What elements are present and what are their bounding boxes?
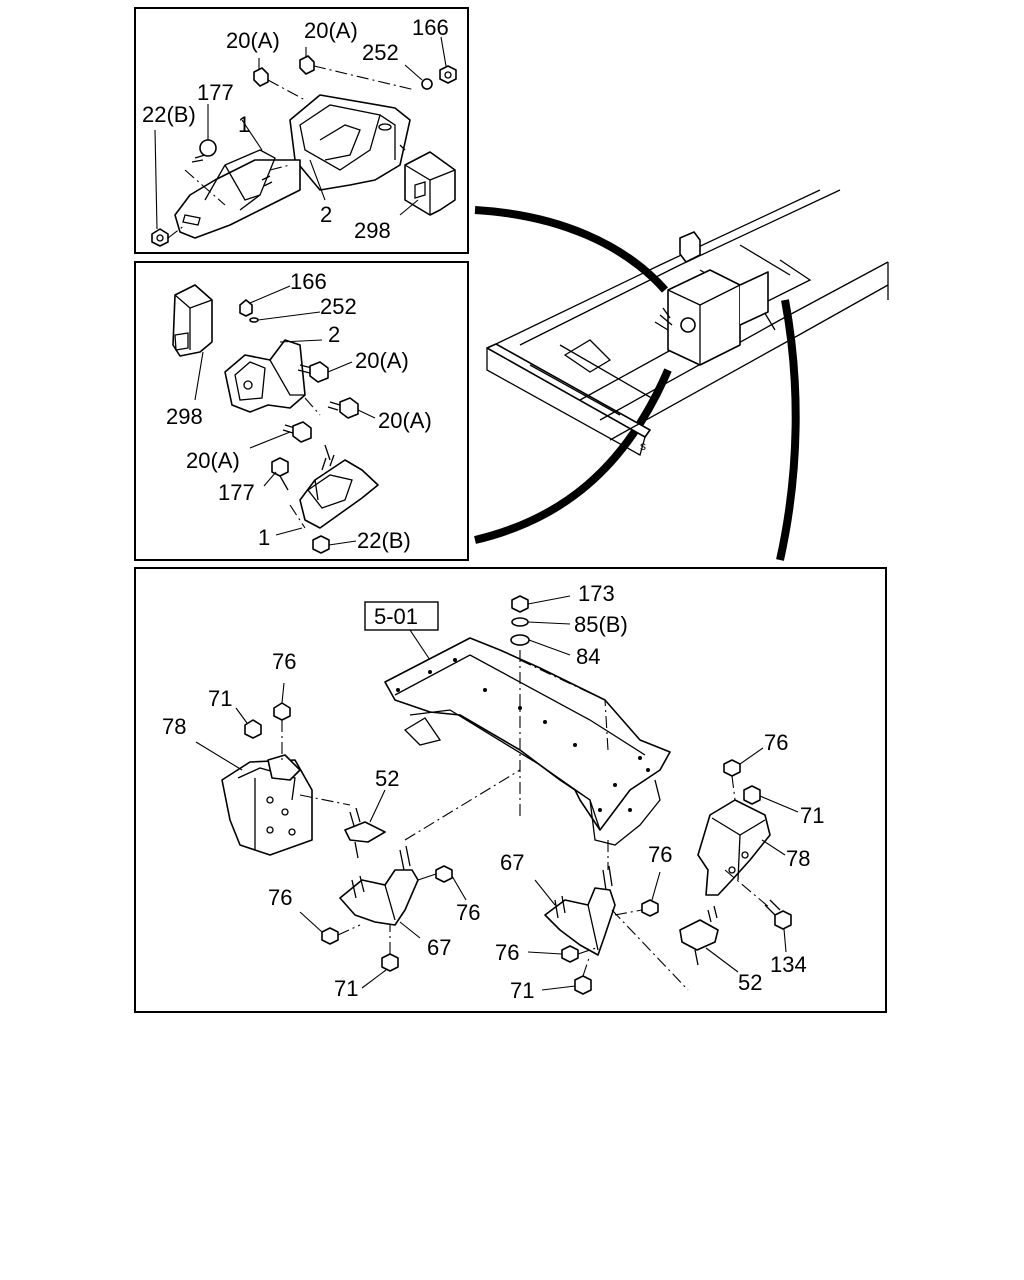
callout-20a-1-top: 20(A) bbox=[226, 28, 280, 53]
callout-85b: 85(B) bbox=[574, 612, 628, 637]
callout-2-top: 2 bbox=[320, 202, 332, 227]
bracket-78-right bbox=[697, 799, 771, 896]
mount-1-top bbox=[174, 159, 301, 239]
bracket-2-middle bbox=[224, 339, 306, 413]
callout-20a-1-middle: 20(A) bbox=[355, 348, 409, 373]
arc-bottom-panel bbox=[776, 299, 800, 561]
callout-20a-2-top: 20(A) bbox=[304, 18, 358, 43]
callout-22b-middle: 22(B) bbox=[357, 528, 411, 553]
callout-67-a: 67 bbox=[427, 935, 451, 960]
callout-22b-top: 22(B) bbox=[142, 102, 196, 127]
callout-2-middle: 2 bbox=[328, 322, 340, 347]
callout-76-b: 76 bbox=[268, 885, 292, 910]
callout-134: 134 bbox=[770, 952, 807, 977]
callout-71-b: 71 bbox=[334, 976, 358, 1001]
callout-78-a: 78 bbox=[162, 714, 186, 739]
bolt-20a-2-top bbox=[299, 55, 315, 75]
callout-20a-2-middle: 20(A) bbox=[378, 408, 432, 433]
bolt-20a-1-middle bbox=[297, 361, 329, 383]
callout-76-a: 76 bbox=[272, 649, 296, 674]
nut-71-lower-left bbox=[381, 953, 399, 972]
nut-22b-middle bbox=[312, 535, 330, 554]
panel-top-frame bbox=[134, 7, 469, 254]
arc-middle-panel bbox=[474, 368, 672, 544]
callout-71-c: 71 bbox=[510, 978, 534, 1003]
callout-76-d: 76 bbox=[648, 842, 672, 867]
bolt-20a-3-middle bbox=[282, 421, 312, 443]
callout-67-b: 67 bbox=[500, 850, 524, 875]
callout-166-middle: 166 bbox=[290, 269, 327, 294]
callout-71-a: 71 bbox=[208, 686, 232, 711]
bolt-177-top bbox=[191, 139, 217, 163]
callout-76-f: 76 bbox=[764, 730, 788, 755]
bolt-76-right-upper bbox=[641, 899, 659, 917]
callout-78-b: 78 bbox=[786, 846, 810, 871]
mount-1-middle bbox=[299, 444, 379, 529]
callout-1-top: 1 bbox=[238, 112, 250, 137]
engine-block bbox=[667, 269, 741, 366]
callout-177-middle: 177 bbox=[218, 480, 255, 505]
callout-252-top: 252 bbox=[362, 40, 399, 65]
callout-84: 84 bbox=[576, 644, 600, 669]
bolt-76-lower-left bbox=[321, 927, 339, 945]
bolt-20a-1-top bbox=[253, 67, 269, 87]
washer-85b bbox=[511, 617, 529, 627]
bracket-78-left bbox=[221, 754, 313, 856]
washer-252-top bbox=[421, 78, 433, 90]
callout-298-middle: 298 bbox=[166, 404, 203, 429]
panel-bottom: 5-01 bbox=[134, 567, 887, 1013]
bolt-76-right-of-67 bbox=[435, 865, 453, 883]
stopper-298-middle bbox=[172, 284, 213, 357]
cross-member bbox=[384, 637, 671, 846]
frame-rail-left bbox=[486, 343, 651, 438]
bolt-76-right-lower bbox=[561, 945, 579, 963]
bolt-76-left bbox=[273, 702, 291, 721]
callout-52-a: 52 bbox=[375, 766, 399, 791]
bolt-20a-2-middle bbox=[327, 397, 359, 419]
nut-22b-top bbox=[151, 228, 169, 247]
nut-71-left bbox=[244, 719, 262, 739]
nut-166-middle bbox=[239, 299, 253, 317]
panel-top: 20(A) 20(A) 166 252 177 22(B) 1 2 298 bbox=[134, 7, 469, 254]
callout-52-b: 52 bbox=[738, 970, 762, 995]
bolt-134 bbox=[764, 899, 792, 930]
callout-76-c: 76 bbox=[456, 900, 480, 925]
panel-middle-frame bbox=[134, 261, 469, 561]
insulator-52-left bbox=[344, 807, 386, 859]
washer-252-middle bbox=[249, 317, 259, 323]
bracket-2-top bbox=[289, 94, 411, 191]
callout-173: 173 bbox=[578, 581, 615, 606]
reference-box-label: 5-01 bbox=[374, 604, 418, 629]
nut-71-far-right bbox=[743, 785, 761, 805]
connector-arcs bbox=[474, 206, 800, 561]
vehicle-frame-overview: s bbox=[486, 189, 889, 456]
panel-bottom-frame bbox=[134, 567, 887, 1013]
svg-text:s: s bbox=[640, 439, 646, 453]
panel-middle: 166 252 2 20(A) 298 20(A) 20(A) 177 1 22… bbox=[134, 261, 469, 561]
bracket-67-right bbox=[544, 865, 616, 956]
callout-71-d: 71 bbox=[800, 803, 824, 828]
washer-84 bbox=[510, 634, 530, 646]
insulator-52-right bbox=[679, 905, 719, 966]
callout-166-top: 166 bbox=[412, 15, 449, 40]
bolt-177-middle bbox=[271, 457, 289, 491]
bracket-67-left bbox=[339, 845, 419, 926]
nut-166-top bbox=[439, 65, 457, 84]
stopper-298-top bbox=[404, 151, 456, 216]
callout-177-top: 177 bbox=[197, 80, 234, 105]
nut-173 bbox=[511, 595, 529, 613]
callout-76-e: 76 bbox=[495, 940, 519, 965]
nut-71-right-lower bbox=[574, 975, 592, 995]
callout-252-middle: 252 bbox=[320, 294, 357, 319]
reference-box bbox=[364, 601, 439, 631]
callout-20a-3-middle: 20(A) bbox=[186, 448, 240, 473]
bolt-76-far-right bbox=[723, 759, 741, 777]
callout-1-middle: 1 bbox=[258, 525, 270, 550]
callout-298-top: 298 bbox=[354, 218, 391, 243]
arc-top-panel bbox=[474, 206, 668, 293]
